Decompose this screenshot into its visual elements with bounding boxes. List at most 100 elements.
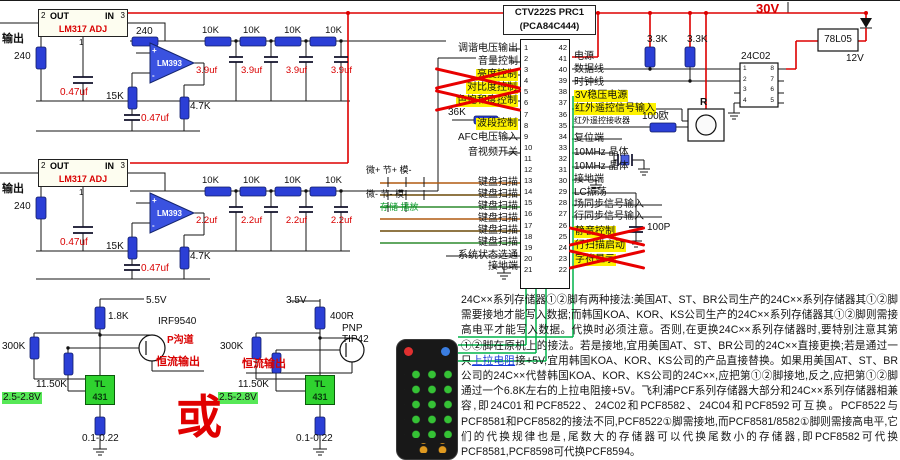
pin-label-av-switch: 音视频开关 — [468, 147, 518, 158]
ic-title-box: CTV222S PRC1 (PCA84C444) — [503, 5, 596, 35]
constant-current-output-label: 恒流输出 — [156, 356, 200, 368]
capacitor-value: 0.47uf — [141, 113, 169, 124]
pin-number: 26 — [558, 220, 567, 230]
resistor-value: 4.7K — [190, 251, 211, 262]
out-label: OUT — [50, 11, 69, 21]
sense-resistor-value: 0.1-0.22 — [296, 433, 333, 444]
capacitor-value: 2.2uf — [240, 215, 263, 226]
resistor-value: 11.50K — [36, 379, 67, 390]
pin-number: 39 — [558, 76, 567, 86]
pin-number: 3 — [524, 65, 529, 75]
lm317-regulator-1: 2 OUT IN 3 LM317 ADJ — [38, 9, 128, 37]
opamp-triangle-2 — [149, 192, 196, 234]
pin-label-key-scan: 键盘扫描 — [478, 201, 518, 212]
resistor-value-100ohm: 100欧 — [642, 111, 669, 122]
note-text-part1: 24C××系列存储器①②脚有两种接法:美国AT、ST、BR公司生产的24C××系… — [461, 294, 898, 367]
pin-label-crystal-2: 10MHz 晶体 — [574, 161, 629, 172]
note-text-part2: 接+5V,宜用韩国KOA、KOR、KS公司的产品直接替换。如果用美国AT、ST、… — [461, 354, 898, 459]
resistor-value: 240 — [14, 201, 31, 212]
pin-label-3v-supply: 3V稳压电源 — [574, 90, 629, 102]
pin-number: 16 — [524, 209, 533, 219]
pin-number: 29 — [558, 187, 567, 197]
pin-label-reset: 复位端 — [574, 133, 604, 144]
resistor-value: 10K — [325, 25, 342, 36]
eeprom-part-number: 24C02 — [741, 51, 771, 62]
resistor-value: 15K — [106, 241, 124, 252]
pin-2-label: 2 — [41, 11, 46, 20]
pin-number: 18 — [524, 231, 533, 241]
remote-bottom-buttons — [409, 443, 447, 453]
keypad-scan-bus — [380, 177, 520, 244]
pin-number: 7 — [770, 75, 774, 83]
transistor-part-number: TIP42 — [342, 334, 369, 345]
resistor-value-36k: 36K — [448, 107, 466, 118]
remote-button-grid — [404, 364, 452, 438]
pin-label-key-scan: 键盘扫描 — [478, 237, 518, 248]
pin-label-clock-line: 时钟线 — [574, 77, 604, 88]
pin-label-data-line: 数据线 — [574, 64, 604, 75]
pin-label-crystal-1: 10MHz 晶体 — [574, 147, 629, 158]
regulator-name: LM317 ADJ — [58, 24, 108, 34]
pin-3-label: 3 — [120, 11, 125, 20]
resistor-value: 240 — [14, 51, 31, 62]
resistor-value: 400R — [330, 311, 354, 322]
ir-receiver-lens — [695, 114, 717, 136]
pullup-resistor-value: 3.3K — [687, 34, 708, 45]
capacitor-value: 2.2uf — [330, 215, 352, 226]
opamp-plus-input: + — [152, 196, 157, 205]
capacitor-value: 3.9uf — [240, 65, 263, 76]
resistor-value: 10K — [243, 175, 260, 186]
green-wires — [458, 96, 574, 362]
pin-number: 4 — [743, 96, 747, 104]
pullup-resistor-value: 3.3K — [647, 34, 668, 45]
pin-number: 20 — [524, 253, 533, 263]
resistor-value: 240 — [136, 26, 153, 37]
supply-voltage: 5.5V — [146, 295, 167, 306]
capacitor-value: 0.47uf — [60, 87, 88, 98]
resistor-value: 11.50K — [238, 379, 269, 390]
capacitor-value-100p: 100P — [647, 222, 671, 233]
component-symbols — [29, 18, 872, 436]
pin-label-key-scan: 键盘扫描 — [478, 177, 518, 188]
black-wires — [0, 2, 872, 456]
constant-current-output-label: 恒流输出 — [242, 358, 286, 370]
pin-number: 24 — [558, 242, 567, 252]
output-port-label-1: 输出 — [2, 33, 24, 45]
pin-1-label: 1 — [79, 188, 84, 197]
opamp-minus-input: - — [152, 221, 155, 230]
pin-1-label: 1 — [79, 38, 84, 47]
pin-label-hsync-input: 行同步信号输入 — [574, 211, 644, 222]
pin-number: 13 — [524, 176, 533, 186]
pin-number: 17 — [524, 220, 533, 230]
capacitor-value: 0.47uf — [60, 237, 88, 248]
pin-number: 41 — [558, 54, 567, 64]
pin-number: 42 — [558, 43, 567, 52]
crystal-symbol — [620, 154, 630, 166]
supply-voltage: 3.5V — [286, 295, 307, 306]
pin-number: 8 — [524, 120, 529, 130]
opamp-plus-input: + — [152, 46, 157, 55]
pin-number: 40 — [558, 65, 567, 75]
resistors — [29, 36, 696, 436]
pullup-resistor-link[interactable]: 上拉电阻 — [471, 354, 516, 367]
ic-subtitle: (PCA84C444) — [519, 21, 580, 32]
resistor-value: 10K — [284, 175, 301, 186]
opamp-name: LM393 — [157, 209, 182, 218]
pin-number: 9 — [524, 131, 529, 141]
vreg-78l05-box — [817, 28, 859, 52]
supply-12v-label: 12V — [846, 53, 864, 64]
pin-label-mute-control: 静音控制 — [574, 226, 616, 238]
opamp-triangle-1 — [149, 42, 196, 84]
in-label: IN — [105, 161, 114, 171]
opamp-name: LM393 — [157, 59, 182, 68]
pin-label-afc-input: AFC电压输入 — [458, 132, 518, 143]
pin-number: 3 — [743, 86, 747, 94]
pin-number: 25 — [558, 231, 567, 241]
opamp-minus-input: - — [152, 71, 155, 80]
transistor-symbols — [138, 334, 365, 363]
